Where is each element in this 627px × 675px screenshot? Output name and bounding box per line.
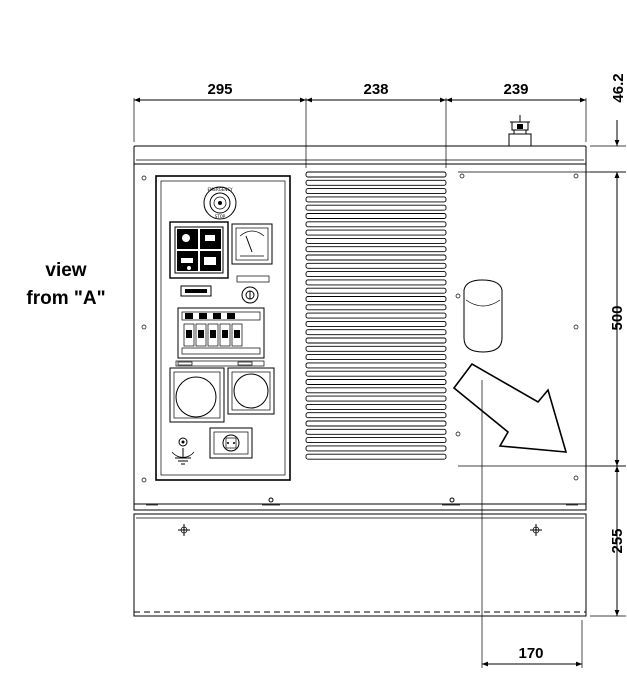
view-label-line1: view: [45, 260, 86, 281]
louver-slot: [305, 403, 447, 410]
ground-terminal: [171, 437, 195, 465]
louver-slot: [305, 412, 447, 419]
louver-slot: [305, 420, 447, 427]
louver-slot: [305, 213, 447, 219]
louver-slot: [305, 196, 447, 203]
louver-slot: [305, 337, 447, 344]
voltmeter-gauge: [231, 223, 273, 265]
auxiliary-socket[interactable]: [209, 427, 253, 459]
louver-slot: [305, 296, 447, 302]
louver-slot: [305, 262, 447, 269]
louver-slot: [305, 345, 447, 352]
dimension-238-label: 238: [363, 81, 388, 98]
louver-slot: [305, 453, 447, 460]
emergency-stop-button[interactable]: EMERGENCY STOP: [203, 186, 237, 220]
fuel-filler-cap: [508, 115, 532, 147]
dimension-255-label: 255: [609, 528, 626, 553]
louver-slot: [305, 279, 447, 286]
ventilation-louvers: [305, 171, 447, 460]
dimension-170-label: 170: [518, 645, 543, 662]
louver-slot: [305, 312, 447, 319]
circuit-breaker-bank[interactable]: [177, 307, 265, 359]
louver-slot: [305, 254, 447, 261]
louver-slot: [305, 237, 447, 244]
emergency-stop-bottom-label: STOP: [215, 214, 226, 219]
louver-slot: [305, 320, 447, 327]
controller-module: [169, 221, 229, 279]
generator-body: [133, 163, 587, 511]
louver-slot: [305, 287, 447, 294]
louver-slot: [305, 221, 447, 228]
louver-slot: [305, 428, 447, 435]
dimension-295-label: 295: [207, 81, 232, 98]
dimension-500-label: 500: [609, 305, 626, 330]
power-socket-right[interactable]: [227, 367, 275, 415]
louver-slot: [305, 188, 447, 195]
hour-meter-display: [180, 285, 212, 297]
bottom-dimension-line: [481, 380, 583, 668]
dimension-46-2-label: 46.2: [610, 73, 627, 102]
louver-slot: [305, 179, 447, 186]
louver-slot: [305, 204, 447, 211]
top-cap: [133, 145, 587, 165]
louver-slot: [305, 354, 447, 361]
view-label-line2: from "A": [26, 288, 105, 309]
louver-slot: [305, 362, 447, 369]
louver-slot: [305, 329, 447, 336]
base-mount-right: [530, 524, 542, 536]
louver-slot: [305, 370, 447, 377]
louver-slot: [305, 229, 447, 236]
fuel-bowl: [463, 279, 503, 353]
cap-height-dimension-line: [590, 120, 626, 190]
dimension-239-label: 239: [503, 81, 528, 98]
louver-slot: [305, 304, 447, 311]
louver-slot: [305, 395, 447, 402]
louver-slot: [305, 246, 447, 253]
body-screws: [141, 173, 579, 483]
base-frame: [133, 513, 587, 617]
power-socket-left[interactable]: [169, 367, 225, 423]
emergency-stop-top-label: EMERGENCY: [207, 187, 233, 192]
base-mount-left: [178, 524, 190, 536]
airflow-arrow: [452, 362, 568, 453]
top-dimension-line: [133, 97, 587, 168]
body-hinges: [146, 497, 578, 506]
base-height-dimension-line: [590, 465, 626, 617]
louver-slot: [305, 437, 447, 444]
control-panel: [155, 175, 291, 481]
louver-slot: [305, 171, 447, 178]
vent-height-dimension-line: [458, 171, 626, 467]
key-switch[interactable]: [236, 275, 270, 304]
louver-slot: [305, 271, 447, 278]
louver-slot: [305, 387, 447, 394]
socket-label-strip: [175, 360, 265, 367]
louver-slot: [305, 379, 447, 385]
louver-slot: [305, 445, 447, 452]
